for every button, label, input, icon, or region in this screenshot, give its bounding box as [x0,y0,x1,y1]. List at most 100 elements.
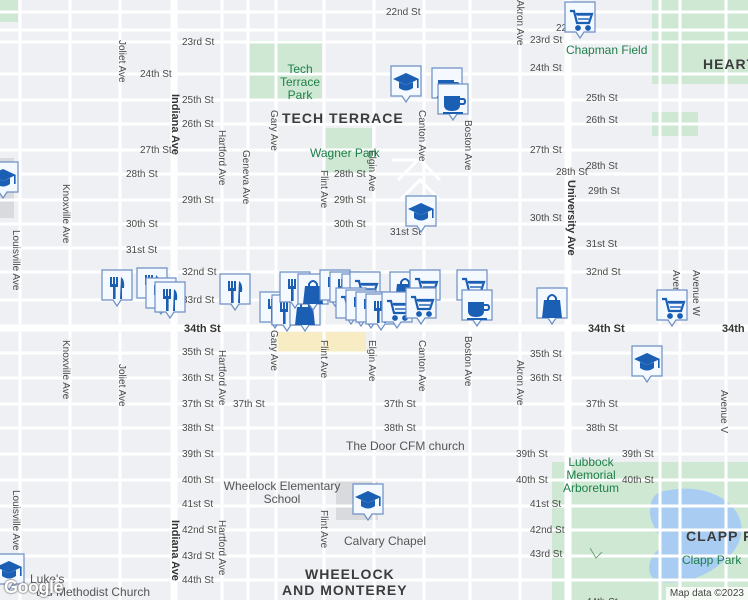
shopping-bag-icon[interactable] [535,286,569,326]
street-label: 26th St [586,115,618,126]
park-area [248,40,322,100]
street-label: 41st St [182,499,214,510]
street-label: 35th St [530,349,562,360]
street-label: Indiana Ave [169,520,181,581]
street-label: Louisville Ave [10,230,21,291]
street-label: 31st St [586,239,618,250]
cafe-icon[interactable] [436,82,470,122]
place-label[interactable]: The Door CFM church [346,439,465,453]
street-label: Akron Ave [514,360,525,406]
shopping-cart-icon[interactable] [655,288,689,328]
place-label[interactable]: Luke's [30,572,65,586]
park-label[interactable]: Clapp Park [682,553,742,567]
street-label: 27th St [530,145,562,156]
street-label: 35th St [182,347,214,358]
street-label: 37th St [586,399,618,410]
street-label: Gary Ave [268,110,279,151]
street-label: 41st St [530,499,562,510]
neighborhood-label: AND MONTEREY [282,582,408,598]
restaurant-icon[interactable] [218,272,252,312]
street-label: 32nd St [182,267,217,278]
street-label: 30th St [126,219,158,230]
street-label: 31st St [390,227,422,238]
park-label[interactable]: Wagner Park [310,146,380,160]
street-label: 39th St [516,449,548,460]
street-label: 43rd St [182,551,215,562]
street-label: 34th St [588,323,625,335]
street-label: Joliet Ave [116,364,127,407]
street-label: University Ave [565,180,577,256]
street-label: 30th St [530,213,562,224]
street-label: 24th St [530,63,562,74]
school-icon[interactable] [0,160,20,200]
school-icon[interactable] [389,64,423,104]
street-label: Knoxville Ave [60,184,71,244]
street-label: 37th St [182,399,214,410]
restaurant-icon[interactable] [153,280,187,320]
street-label: 27th St [140,145,172,156]
street-label: 28th St [586,161,618,172]
restaurant-icon[interactable] [100,268,134,308]
shopping-cart-icon[interactable] [563,0,597,40]
street-label: 25th St [182,95,214,106]
place-label[interactable]: Wheelock Elementary School [223,479,341,507]
neighborhood-label: TECH TERRACE [282,110,404,126]
street-label: Akron Ave [514,0,525,46]
street-label: 22nd St [386,7,421,18]
street-label: Avenue V [718,390,729,434]
google-logo[interactable]: Google [4,577,64,597]
street-label: 39th St [622,449,654,460]
street-label: Boston Ave [462,120,473,171]
school-icon[interactable] [404,194,438,234]
neighborhood-label: HEART LUBBO [703,56,748,72]
street-label: 28th St [126,169,158,180]
street-label: Canton Ave [416,110,427,162]
school-icon[interactable] [351,482,385,522]
school-icon[interactable] [0,552,26,592]
street-label: 32nd St [586,267,621,278]
street-label: 24th St [140,69,172,80]
street-label: 38th St [182,423,214,434]
park-label[interactable]: Tech Terrace Park [279,62,320,103]
street-label: Hartford Ave [216,520,227,576]
street-label: 30th St [334,219,366,230]
place-label[interactable]: ted Methodist Church [36,585,151,599]
street-label: 43rd St [530,549,563,560]
street-label: Flint Ave [318,510,329,549]
neighborhood-label: CLAPP P [686,528,748,544]
street-label: 38th St [586,423,618,434]
street-label: Louisville Ave [10,490,21,551]
shopping-cart-icon[interactable] [404,286,438,326]
park-label[interactable]: Lubbock Memorial Arboretum [562,455,620,496]
street-label: Elgin Ave [366,340,377,382]
street-label: 33rd St [182,295,215,306]
street-label: 37th St [384,399,416,410]
street-label: Boston Ave [462,336,473,387]
street-label: 36th St [530,373,562,384]
lake [649,488,742,583]
street-label: 29th St [182,195,214,206]
street-label: 44th St [182,575,214,586]
attribution[interactable]: Map data ©2023 [665,587,748,600]
street-label: 40th St [622,475,654,486]
street-label: 28th St [556,167,588,178]
school-icon[interactable] [630,344,664,384]
street-label: 34th St [722,323,748,335]
street-label: Indiana Ave [169,94,181,155]
neighborhood-label: WHEELOCK [305,566,395,582]
street-label: 26th St [182,119,214,130]
park-label[interactable]: Chapman Field [566,43,648,57]
street-label: 40th St [182,475,214,486]
street-label: 31st St [126,245,158,256]
street-label: 29th St [588,186,620,197]
street-label: 36th St [182,373,214,384]
street-label: 44th St [586,598,618,600]
street-label: 37th St [233,399,265,410]
cafe-icon[interactable] [460,288,494,328]
place-label[interactable]: Calvary Chapel [344,534,427,548]
street-label: 23rd St [182,37,215,48]
street-label: Hartford Ave [216,350,227,406]
street-label: Gary Ave [268,330,279,371]
street-label: 29th St [334,195,366,206]
